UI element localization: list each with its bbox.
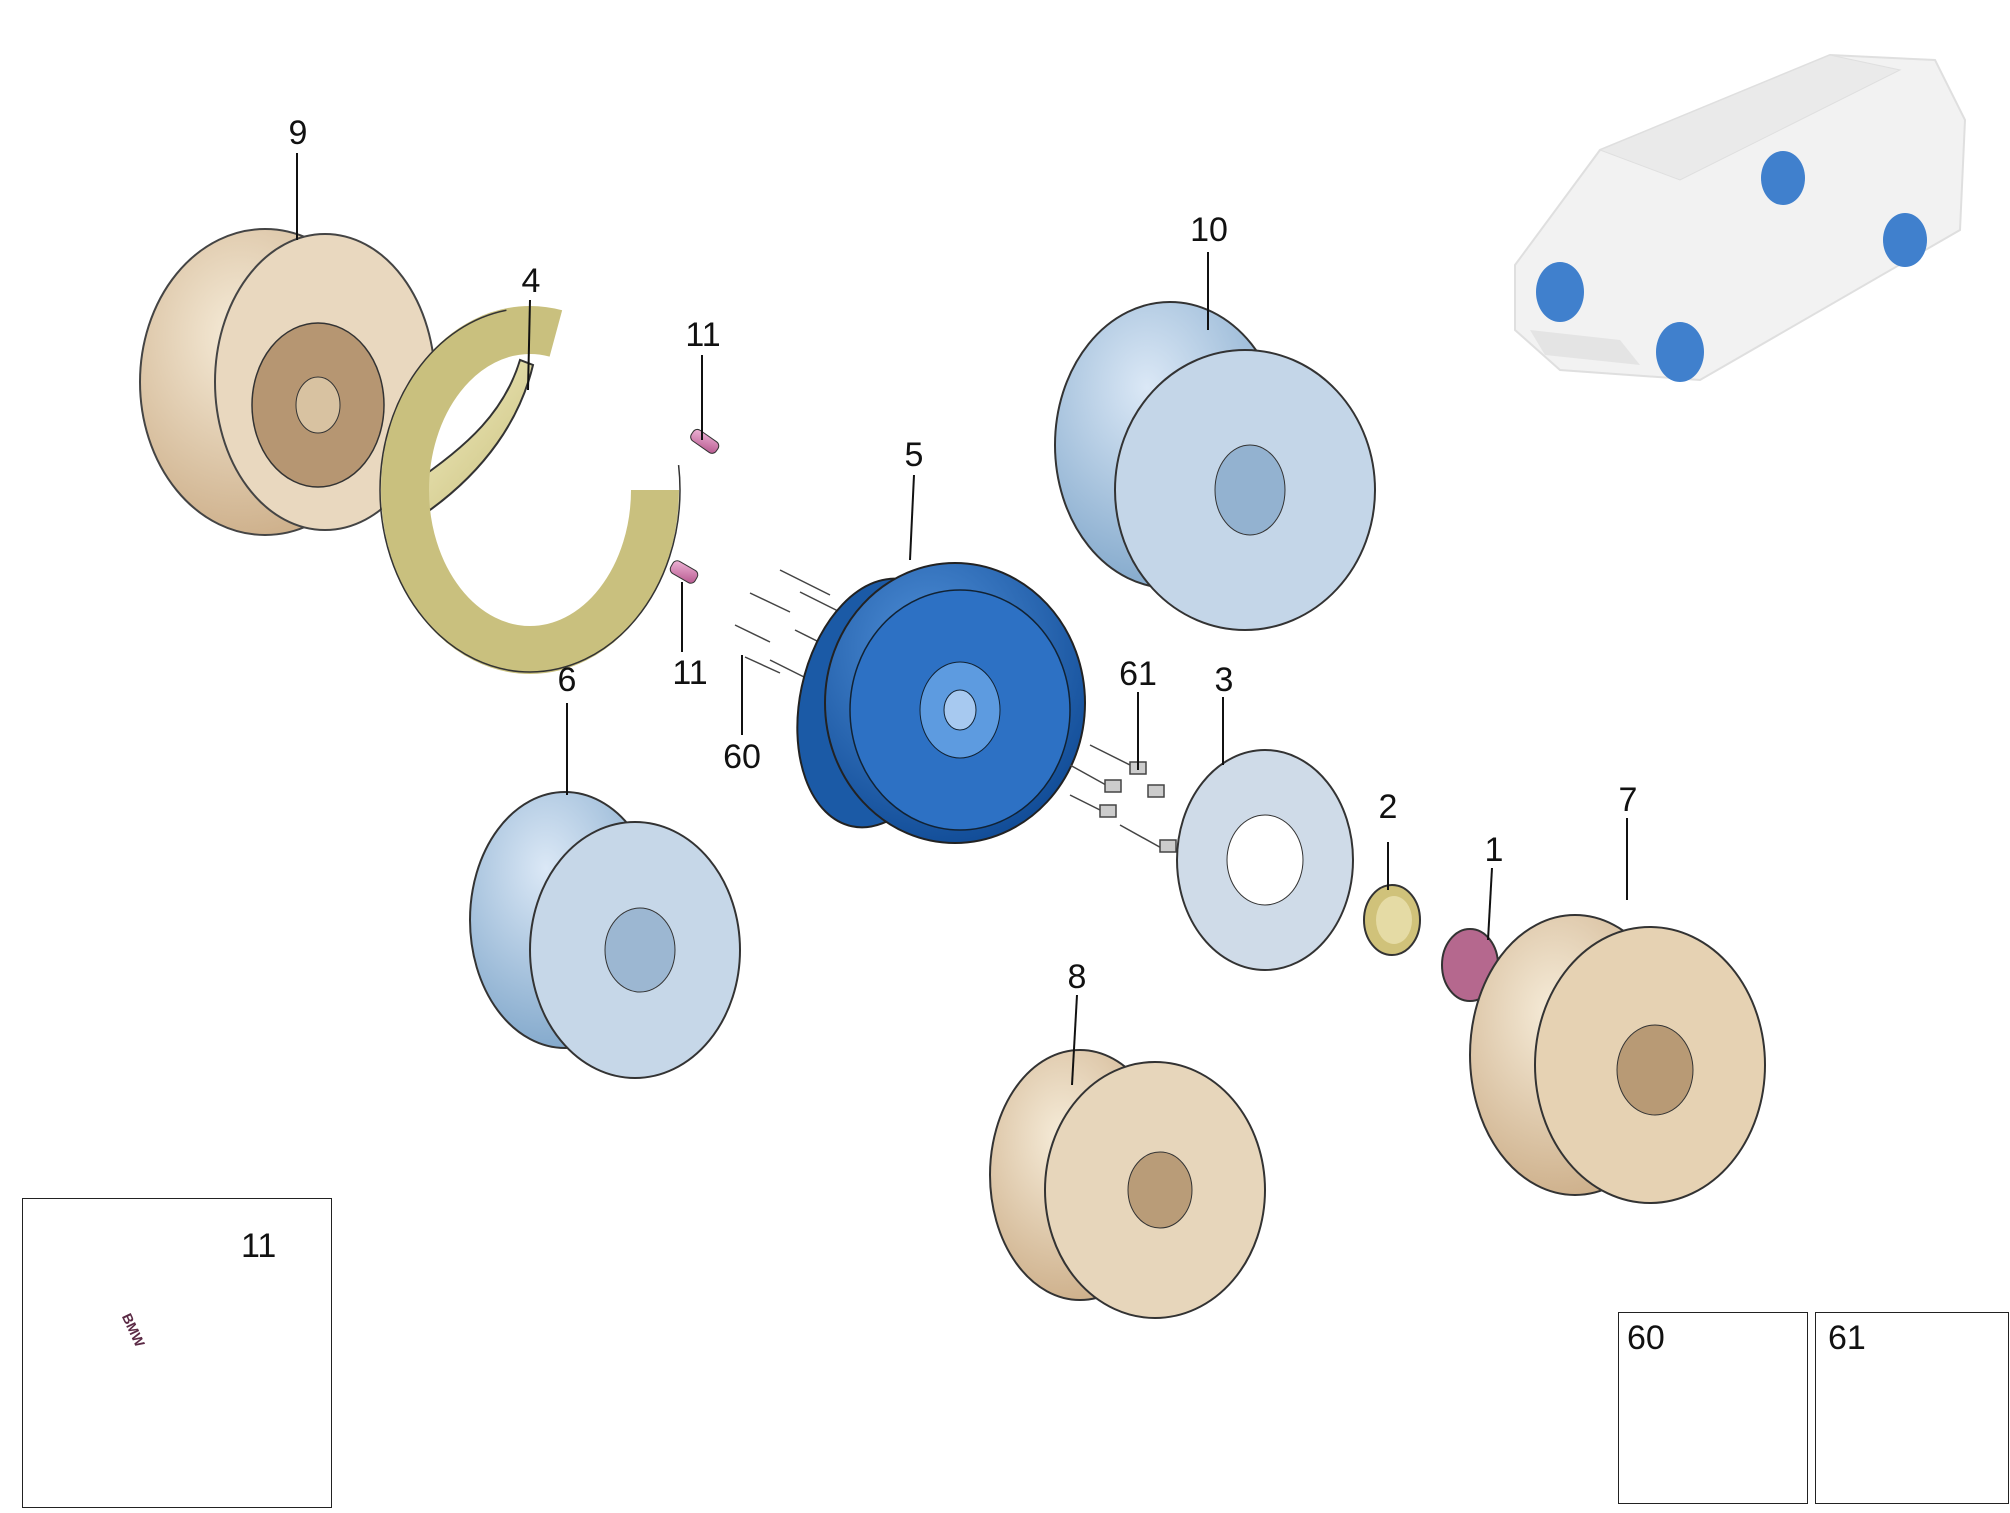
callout-1: 1 [1484, 831, 1504, 869]
bolt-60-detail-box: 60 [1618, 1312, 1808, 1504]
callout-2: 2 [1378, 788, 1398, 826]
vehicle-locator-image [1514, 53, 1967, 382]
tire-sealant-ring-4-image [379, 306, 681, 674]
callout-3: 3 [1214, 661, 1234, 699]
wheel-bolts-60-image [734, 569, 851, 681]
wheel-7-image [1469, 914, 1766, 1204]
car-wheel-marker [1761, 151, 1805, 205]
bolt-60-detail-label: 60 [1627, 1319, 1665, 1357]
callout-leader-lines [296, 153, 1628, 1086]
callout-60: 60 [723, 738, 761, 776]
wheel-10-image [1054, 301, 1376, 631]
valve-11-lower-image [669, 560, 699, 584]
wheel-6-image [469, 791, 741, 1079]
car-wheel-marker [1536, 262, 1584, 322]
callout-5: 5 [904, 436, 924, 474]
car-wheel-marker [1656, 322, 1704, 382]
wheel-trim-3-image [1176, 749, 1354, 971]
wheel-9-image [139, 228, 436, 536]
callout-9: 9 [288, 114, 308, 152]
callout-6: 6 [557, 661, 577, 699]
callout-7: 7 [1618, 781, 1638, 819]
valve-11-upper-image [690, 428, 720, 454]
bolt-61-detail-box: 61 [1815, 1312, 2009, 1504]
valve-detail-box: 11 [22, 1198, 332, 1508]
wheel-8-image [989, 1049, 1266, 1319]
callout-4: 4 [521, 262, 541, 300]
wheel-bolts-61-image [1069, 744, 1177, 853]
callout-8: 8 [1067, 958, 1087, 996]
callout-11-upper: 11 [685, 316, 721, 354]
callout-11-lower: 11 [672, 654, 708, 692]
bolt-61-detail-label: 61 [1828, 1319, 1866, 1357]
callout-61: 61 [1119, 655, 1157, 693]
valve-detail-label: 11 [241, 1227, 277, 1265]
callout-10: 10 [1190, 211, 1228, 249]
wheel-5-image [796, 562, 1086, 844]
center-cap-2-image [1363, 884, 1421, 956]
car-wheel-marker [1883, 213, 1927, 267]
